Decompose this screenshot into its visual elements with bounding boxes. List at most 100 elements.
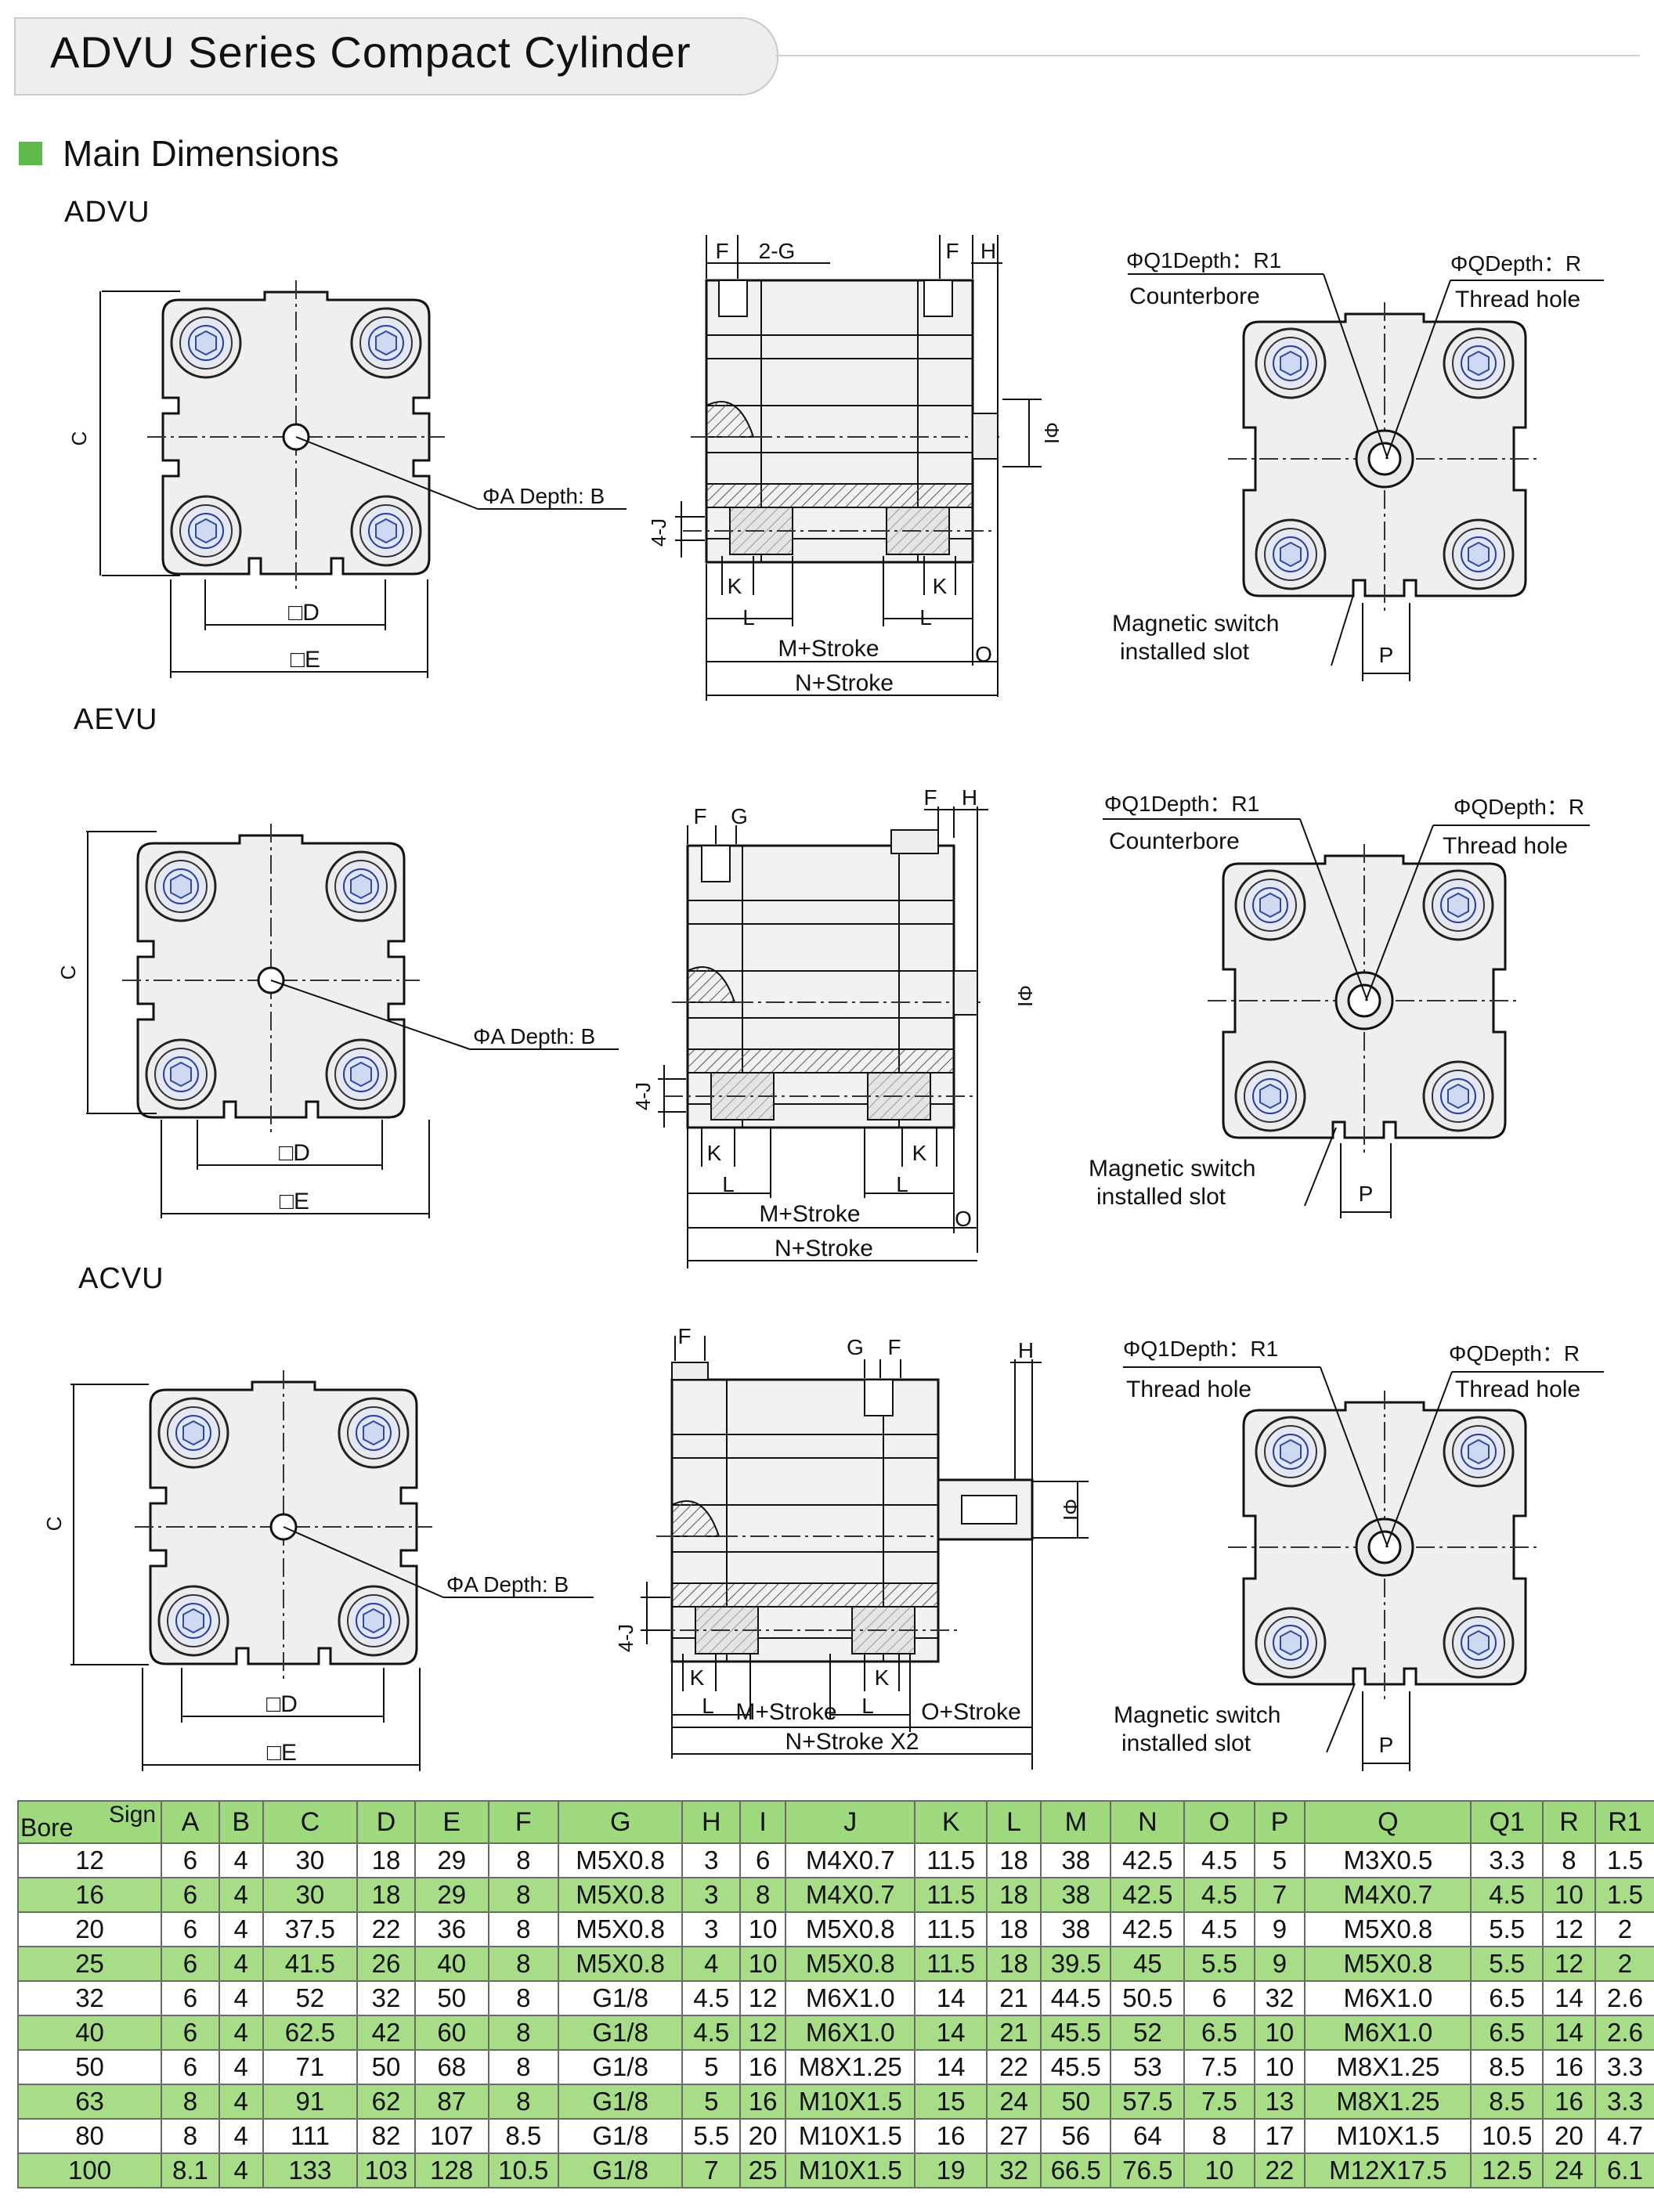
table-cell: 12.5 bbox=[1470, 2152, 1544, 2189]
table-cell: 8 bbox=[487, 2015, 559, 2051]
table-cell: 22 bbox=[356, 1911, 416, 1947]
advu-q1: ΦQ1Depth：R1 bbox=[1126, 248, 1281, 272]
acvu-dim-c: C bbox=[42, 1517, 66, 1532]
table-header-h: H bbox=[681, 1800, 742, 1844]
table-cell: 111 bbox=[262, 2118, 359, 2154]
table-cell: 8 bbox=[487, 1877, 559, 1913]
acvu-rear-view: ΦQ1Depth：R1 Thread hole ΦQDepth：R Thread… bbox=[1114, 1337, 1604, 1771]
table-cell: 6.5 bbox=[1470, 2015, 1544, 2051]
table-cell: 8 bbox=[487, 1842, 559, 1878]
aevu-q1-desc: Counterbore bbox=[1109, 828, 1240, 854]
advu-dim-h: H bbox=[980, 239, 996, 263]
table-cell: 9 bbox=[1253, 1946, 1306, 1982]
table-cell: 128 bbox=[414, 2152, 489, 2189]
table-header-o: O bbox=[1183, 1800, 1255, 1844]
table-cell: 14 bbox=[1541, 1980, 1596, 2016]
table-header-a: A bbox=[161, 1800, 220, 1844]
table-cell: 10 bbox=[739, 1911, 787, 1947]
table-header-l: L bbox=[985, 1800, 1042, 1844]
table-cell: 5.5 bbox=[1470, 1911, 1544, 1947]
aevu-dim-k2: K bbox=[912, 1141, 927, 1165]
table-cell: 30 bbox=[262, 1877, 359, 1913]
advu-front-view: C ΦA Depth: B □D □E bbox=[67, 280, 627, 678]
table-cell: 38 bbox=[1040, 1877, 1112, 1913]
table-cell-bore: 40 bbox=[16, 2015, 163, 2051]
table-cell: 14 bbox=[914, 2015, 988, 2051]
table-cell: M3X0.5 bbox=[1304, 1842, 1472, 1878]
table-cell: 10 bbox=[1541, 1877, 1596, 1913]
table-cell: 22 bbox=[1253, 2152, 1306, 2189]
advu-dim-k2: K bbox=[933, 574, 948, 598]
table-cell: 4 bbox=[218, 1946, 264, 1982]
table-cell: 4.5 bbox=[681, 2015, 742, 2051]
table-cell: 2.6 bbox=[1594, 1980, 1654, 2016]
table-cell: M5X0.8 bbox=[557, 1842, 684, 1878]
table-cell: 14 bbox=[1541, 2015, 1596, 2051]
table-cell: 6.5 bbox=[1470, 1980, 1544, 2016]
table-cell: 3 bbox=[681, 1877, 742, 1913]
table-cell: 4.7 bbox=[1594, 2118, 1654, 2154]
table-cell: 3 bbox=[681, 1842, 742, 1878]
table-cell: 3.3 bbox=[1594, 2084, 1654, 2120]
table-cell: 6 bbox=[161, 2049, 220, 2085]
table-cell: 18 bbox=[356, 1842, 416, 1878]
table-cell: 4.5 bbox=[681, 1980, 742, 2016]
table-cell: 10.5 bbox=[487, 2152, 559, 2189]
acvu-dim-phi-a: ΦA Depth: B bbox=[446, 1572, 569, 1597]
table-cell: 45.5 bbox=[1040, 2049, 1112, 2085]
table-cell: 17 bbox=[1253, 2118, 1306, 2154]
table-cell: M5X0.8 bbox=[557, 1946, 684, 1982]
table-header-b: B bbox=[218, 1800, 264, 1844]
advu-dim-l1: L bbox=[742, 605, 755, 630]
advu-dim-phi-a: ΦA Depth: B bbox=[482, 484, 605, 508]
table-cell: 8 bbox=[161, 2118, 220, 2154]
table-cell: 60 bbox=[414, 2015, 489, 2051]
table-cell: 14 bbox=[914, 2049, 988, 2085]
acvu-dim-p: P bbox=[1379, 1733, 1394, 1757]
table-cell: M4X0.7 bbox=[785, 1842, 916, 1878]
advu-q-desc: Thread hole bbox=[1455, 287, 1580, 312]
table-cell: 38 bbox=[1040, 1842, 1112, 1878]
acvu-q-desc: Thread hole bbox=[1455, 1377, 1580, 1402]
table-cell: 50 bbox=[356, 2049, 416, 2085]
advu-dim-f1: F bbox=[715, 239, 728, 263]
table-cell: M8X1.25 bbox=[1304, 2084, 1472, 2120]
table-cell: G1/8 bbox=[557, 2015, 684, 2051]
table-cell: 6 bbox=[161, 2015, 220, 2051]
table-cell: M6X1.0 bbox=[1304, 1980, 1472, 2016]
table-cell: 7 bbox=[681, 2152, 742, 2189]
table-cell: 2 bbox=[1594, 1911, 1654, 1947]
aevu-switch-line1: Magnetic switch bbox=[1089, 1156, 1255, 1182]
table-cell: 50 bbox=[1040, 2084, 1112, 2120]
aevu-dim-g: G bbox=[731, 804, 748, 828]
table-cell: 6 bbox=[161, 1842, 220, 1878]
table-cell: 38 bbox=[1040, 1911, 1112, 1947]
table-header-k: K bbox=[914, 1800, 988, 1844]
table-cell: 24 bbox=[985, 2084, 1042, 2120]
table-cell: 21 bbox=[985, 1980, 1042, 2016]
advu-dim-j: 4-J bbox=[647, 518, 670, 547]
table-cell: 8.5 bbox=[487, 2118, 559, 2154]
aevu-dim-f2: F bbox=[923, 785, 937, 810]
aevu-dim-j: 4-J bbox=[631, 1082, 655, 1110]
table-header-g: G bbox=[557, 1800, 684, 1844]
acvu-dim-l2: L bbox=[861, 1694, 874, 1718]
table-header-c: C bbox=[262, 1800, 359, 1844]
table-cell: 7.5 bbox=[1183, 2084, 1255, 2120]
table-cell: 6 bbox=[161, 1946, 220, 1982]
table-cell: 16 bbox=[1541, 2049, 1596, 2085]
acvu-side-view: F G F H ΦI 4-J K K L L M+Stroke O+Stroke bbox=[614, 1324, 1089, 1770]
aevu-dim-p: P bbox=[1359, 1182, 1374, 1206]
acvu-dim-h: H bbox=[1018, 1338, 1034, 1362]
table-cell-bore: 50 bbox=[16, 2049, 163, 2085]
table-cell: 37.5 bbox=[262, 1911, 359, 1947]
acvu-dim-f2: F bbox=[887, 1335, 901, 1359]
table-cell: 76.5 bbox=[1110, 2152, 1186, 2189]
table-cell: 10.5 bbox=[1470, 2118, 1544, 2154]
advu-dim-m: M+Stroke bbox=[778, 636, 879, 662]
table-cell: 10 bbox=[739, 1946, 787, 1982]
table-cell: G1/8 bbox=[557, 1980, 684, 2016]
